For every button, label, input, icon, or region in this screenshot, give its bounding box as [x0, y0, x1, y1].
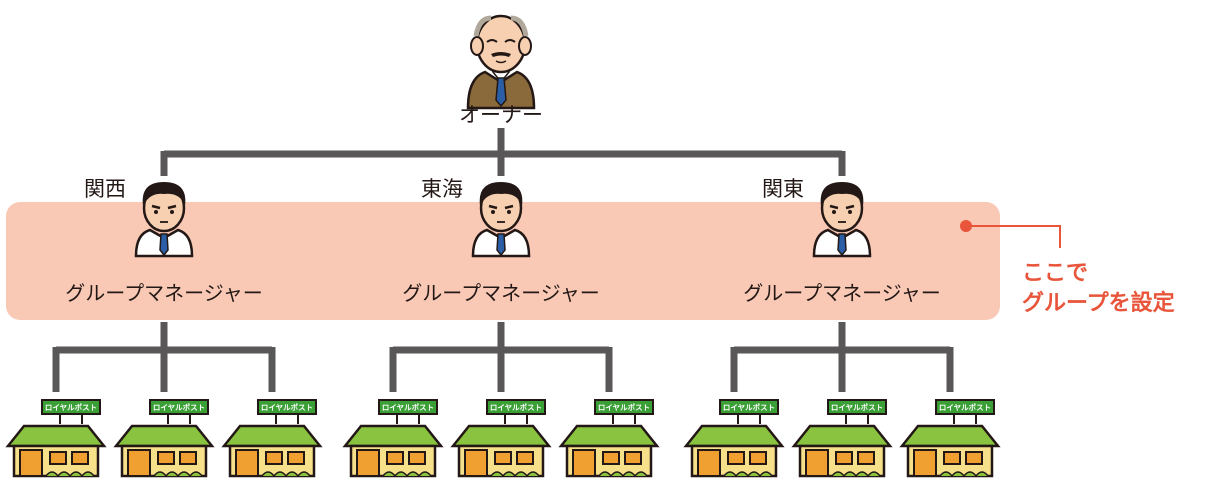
- callout: ここで グループを設定: [960, 220, 1175, 316]
- region-kanto: 関東 グループマネージャー: [743, 177, 940, 305]
- store-building-icon: ロイヤルポスト: [559, 398, 659, 478]
- stores-kanto: ロイヤルポスト ロイヤルポスト ロイヤルポスト: [684, 398, 1000, 478]
- owner-person-icon: [468, 16, 534, 108]
- group-band: [6, 202, 1000, 320]
- group-manager-label: グループマネージャー: [402, 281, 599, 305]
- svg-text:ロイヤルポスト: ロイヤルポスト: [261, 402, 313, 412]
- callout-line-1: ここで: [1022, 261, 1088, 286]
- store-building-icon: ロイヤルポスト: [114, 398, 214, 478]
- owner-label: オーナー: [459, 103, 543, 127]
- stores-tokai: ロイヤルポスト ロイヤルポスト ロイヤルポスト: [343, 398, 659, 478]
- svg-text:ロイヤルポスト: ロイヤルポスト: [490, 402, 542, 412]
- group-manager-label: グループマネージャー: [743, 281, 940, 305]
- store-building-icon: ロイヤルポスト: [343, 398, 443, 478]
- store-building-icon: ロイヤルポスト: [684, 398, 784, 478]
- store-building-icon: ロイヤルポスト: [6, 398, 106, 478]
- stores-kansai: ロイヤルポスト ロイヤルポスト ロイヤルポスト: [6, 398, 322, 478]
- svg-text:ロイヤルポスト: ロイヤルポスト: [831, 402, 883, 412]
- store-building-icon: ロイヤルポスト: [222, 398, 322, 478]
- svg-text:ロイヤルポスト: ロイヤルポスト: [939, 402, 991, 412]
- store-building-icon: ロイヤルポスト: [792, 398, 892, 478]
- region-label: 東海: [421, 177, 463, 201]
- region-tokai: 東海 グループマネージャー: [402, 177, 599, 305]
- svg-text:ロイヤルポスト: ロイヤルポスト: [45, 402, 97, 412]
- group-manager-label: グループマネージャー: [65, 281, 262, 305]
- store-building-icon: ロイヤルポスト: [451, 398, 551, 478]
- region-kansai: 関西 グループマネージャー: [65, 177, 262, 305]
- svg-text:ロイヤルポスト: ロイヤルポスト: [382, 402, 434, 412]
- store-building-icon: ロイヤルポスト: [900, 398, 1000, 478]
- region-label: 関西: [84, 177, 126, 201]
- svg-text:ロイヤルポスト: ロイヤルポスト: [598, 402, 650, 412]
- svg-text:ロイヤルポスト: ロイヤルポスト: [723, 402, 775, 412]
- connector-lines: [52, 128, 954, 392]
- region-label: 関東: [762, 177, 804, 201]
- callout-line-2: グループを設定: [1022, 290, 1175, 316]
- callout-leader: [966, 225, 1061, 248]
- svg-text:ロイヤルポスト: ロイヤルポスト: [153, 402, 205, 412]
